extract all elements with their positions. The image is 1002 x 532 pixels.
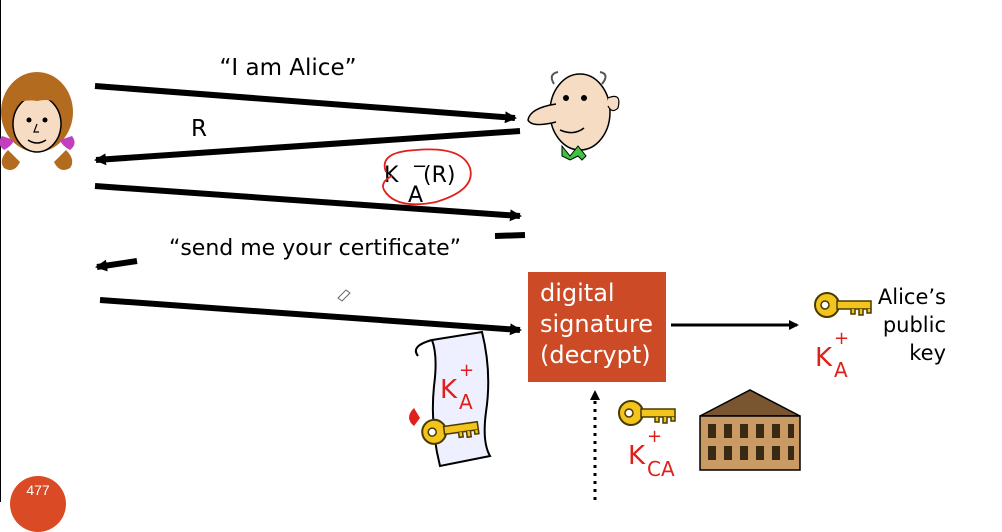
authentication-diagram: “I am Alice” R K − A (R) “send me your c… [0,0,946,502]
svg-text:(R): (R) [423,163,455,188]
svg-text:A: A [834,358,848,382]
msg-signed-nonce: K − A (R) [384,156,455,208]
msg-nonce: R [191,116,207,142]
svg-text:key: key [909,341,946,365]
msg-i-am-alice: “I am Alice” [219,55,356,81]
arrow-send-cert-tail [494,232,526,239]
svg-text:public: public [883,313,946,337]
arrow-i-am-alice [94,83,517,124]
svg-text:K: K [628,441,646,471]
alice-public-key-label: Alice’s public key [878,285,946,365]
bob-icon [527,71,620,161]
arrow-signed-nonce [94,183,522,222]
svg-text:CA: CA [647,457,675,481]
annotation-circle [382,148,472,206]
signature-box-line-2: signature [540,310,653,338]
alice-public-key-symbol: K + A [815,328,849,382]
svg-text:Alice’s: Alice’s [878,285,946,309]
svg-text:K: K [440,375,458,405]
signature-box-line-1: digital [540,279,615,307]
signature-box-rect [528,272,666,382]
msg-send-cert: “send me your certificate” [169,236,461,261]
svg-text:+: + [459,360,474,381]
svg-text:A: A [459,390,473,414]
ca-public-key-symbol: K + CA [628,426,675,481]
signature-box-line-3: (decrypt) [540,341,651,369]
key-icon [814,292,872,318]
certificate-icon [409,330,492,468]
svg-text:K: K [815,343,833,373]
arrow-send-cert [95,258,138,272]
ca-key-icon [618,400,676,426]
digital-signature-box: digital signature (decrypt) [528,272,666,382]
svg-text:+: + [647,426,662,447]
svg-text:A: A [408,183,423,208]
ca-building-icon [699,389,801,471]
certificate-key-symbol: K + A [440,360,474,414]
pencil-icon [337,289,351,302]
alice-icon [0,72,75,170]
slide-number: 477 [10,476,66,532]
svg-text:+: + [834,328,849,349]
arrow-nonce [94,128,521,166]
arrow-certificate [99,297,522,336]
svg-text:−: − [412,156,427,177]
